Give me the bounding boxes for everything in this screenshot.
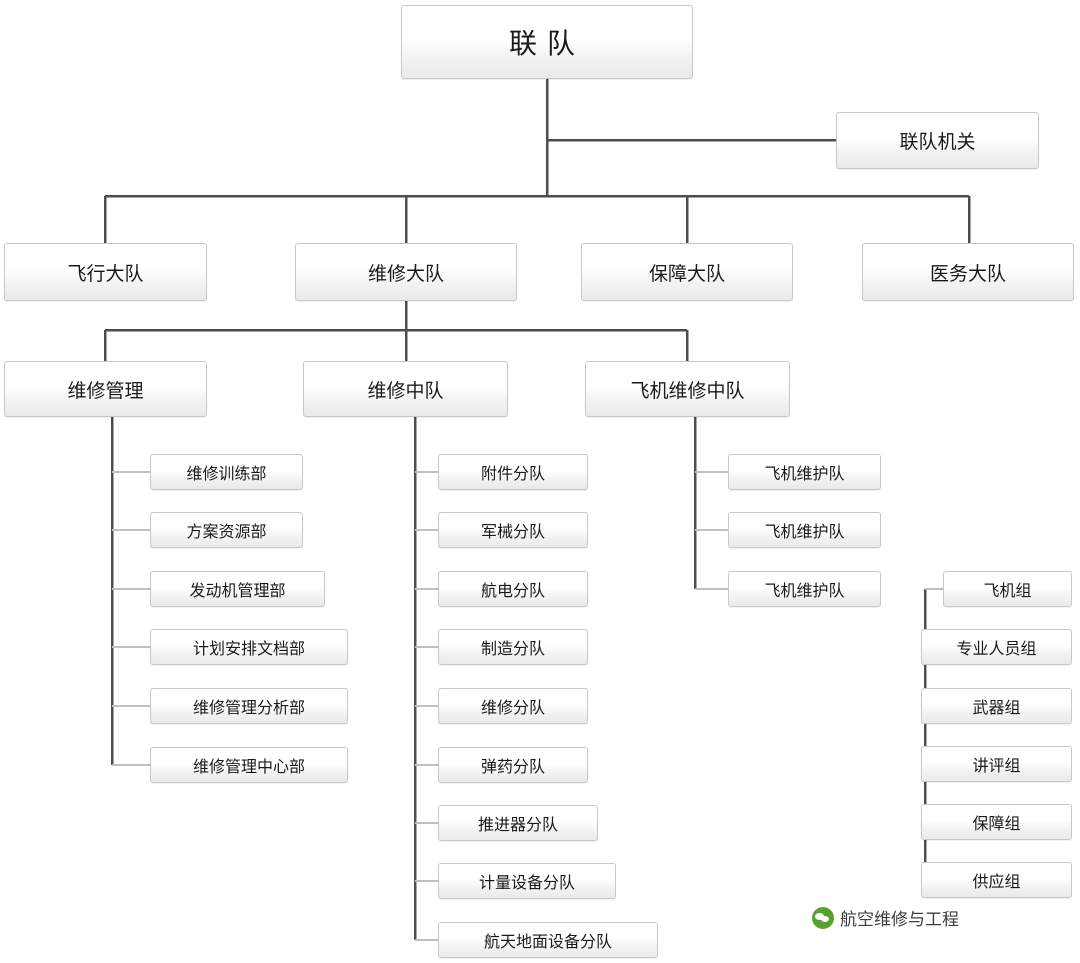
node-ms-child-3[interactable]: 制造分队 <box>438 629 588 665</box>
node-label: 联队机关 <box>899 131 976 153</box>
node-mm-child-2[interactable]: 发动机管理部 <box>150 571 325 607</box>
node-ms-child-7[interactable]: 计量设备分队 <box>438 863 616 899</box>
node-label: 维修中队 <box>367 379 444 402</box>
node-label: 计量设备分队 <box>478 873 575 892</box>
node-label: 附件分队 <box>480 464 545 483</box>
node-label: 航电分队 <box>480 581 545 600</box>
node-label: 军械分队 <box>480 522 545 541</box>
node-as-child-2[interactable]: 飞机维护队 <box>728 571 881 607</box>
node-label: 飞行大队 <box>67 262 144 285</box>
node-label: 维修管理分析部 <box>192 698 305 717</box>
node-aircraft-maintenance-squadron[interactable]: 飞机维修中队 <box>585 361 790 417</box>
node-mm-child-3[interactable]: 计划安排文档部 <box>150 629 348 665</box>
node-label: 推进器分队 <box>477 815 558 834</box>
node-mm-child-1[interactable]: 方案资源部 <box>150 512 303 548</box>
node-au-child-3[interactable]: 讲评组 <box>921 746 1072 782</box>
node-label: 武器组 <box>972 698 1021 717</box>
node-au-child-4[interactable]: 保障组 <box>921 804 1072 840</box>
node-label: 计划安排文档部 <box>192 639 305 658</box>
node-staff[interactable]: 联队机关 <box>836 112 1039 169</box>
node-support-group[interactable]: 保障大队 <box>581 243 793 301</box>
node-label: 发动机管理部 <box>189 581 286 600</box>
node-label: 联队 <box>508 27 585 60</box>
node-label: 保障大队 <box>648 262 725 285</box>
node-ms-child-0[interactable]: 附件分队 <box>438 454 588 490</box>
node-label: 保障组 <box>972 814 1021 833</box>
node-medical-group[interactable]: 医务大队 <box>862 243 1074 301</box>
node-label: 专业人员组 <box>956 639 1037 658</box>
node-au-child-1[interactable]: 专业人员组 <box>921 629 1072 665</box>
node-label: 方案资源部 <box>186 522 267 541</box>
node-au-child-5[interactable]: 供应组 <box>921 862 1072 898</box>
node-flight-group[interactable]: 飞行大队 <box>4 243 207 301</box>
node-ms-child-6[interactable]: 推进器分队 <box>438 805 598 841</box>
node-au-child-0[interactable]: 飞机组 <box>943 571 1072 607</box>
node-label: 讲评组 <box>972 756 1021 775</box>
node-label: 飞机组 <box>983 581 1032 600</box>
node-ms-child-1[interactable]: 军械分队 <box>438 512 588 548</box>
node-ms-child-5[interactable]: 弹药分队 <box>438 747 588 783</box>
node-label: 维修分队 <box>480 698 545 717</box>
node-ms-child-2[interactable]: 航电分队 <box>438 571 588 607</box>
node-label: 维修管理 <box>67 379 144 402</box>
node-label: 飞机维护队 <box>764 522 845 541</box>
node-mm-child-0[interactable]: 维修训练部 <box>150 454 303 490</box>
node-label: 维修管理中心部 <box>192 757 305 776</box>
node-label: 供应组 <box>972 872 1021 891</box>
node-mm-child-4[interactable]: 维修管理分析部 <box>150 688 348 724</box>
node-label: 飞机维修中队 <box>630 379 745 402</box>
node-ms-child-4[interactable]: 维修分队 <box>438 688 588 724</box>
node-label: 制造分队 <box>480 639 545 658</box>
node-label: 飞机维护队 <box>764 464 845 483</box>
node-au-child-2[interactable]: 武器组 <box>921 688 1072 724</box>
watermark: 航空维修与工程 <box>812 905 959 930</box>
node-maintenance-group[interactable]: 维修大队 <box>295 243 517 301</box>
node-maintenance-squadron[interactable]: 维修中队 <box>303 361 508 417</box>
node-root[interactable]: 联队 <box>401 5 693 79</box>
node-label: 弹药分队 <box>480 757 545 776</box>
wechat-icon <box>812 906 834 929</box>
node-as-child-0[interactable]: 飞机维护队 <box>728 454 881 490</box>
node-maintenance-management[interactable]: 维修管理 <box>4 361 207 417</box>
node-label: 航天地面设备分队 <box>483 932 612 951</box>
node-label: 医务大队 <box>929 262 1006 285</box>
node-mm-child-5[interactable]: 维修管理中心部 <box>150 747 348 783</box>
watermark-text: 航空维修与工程 <box>840 910 959 930</box>
node-ms-child-8[interactable]: 航天地面设备分队 <box>438 922 658 958</box>
node-label: 维修大队 <box>367 262 444 285</box>
node-label: 飞机维护队 <box>764 581 845 600</box>
node-label: 维修训练部 <box>186 464 267 483</box>
node-as-child-1[interactable]: 飞机维护队 <box>728 512 881 548</box>
